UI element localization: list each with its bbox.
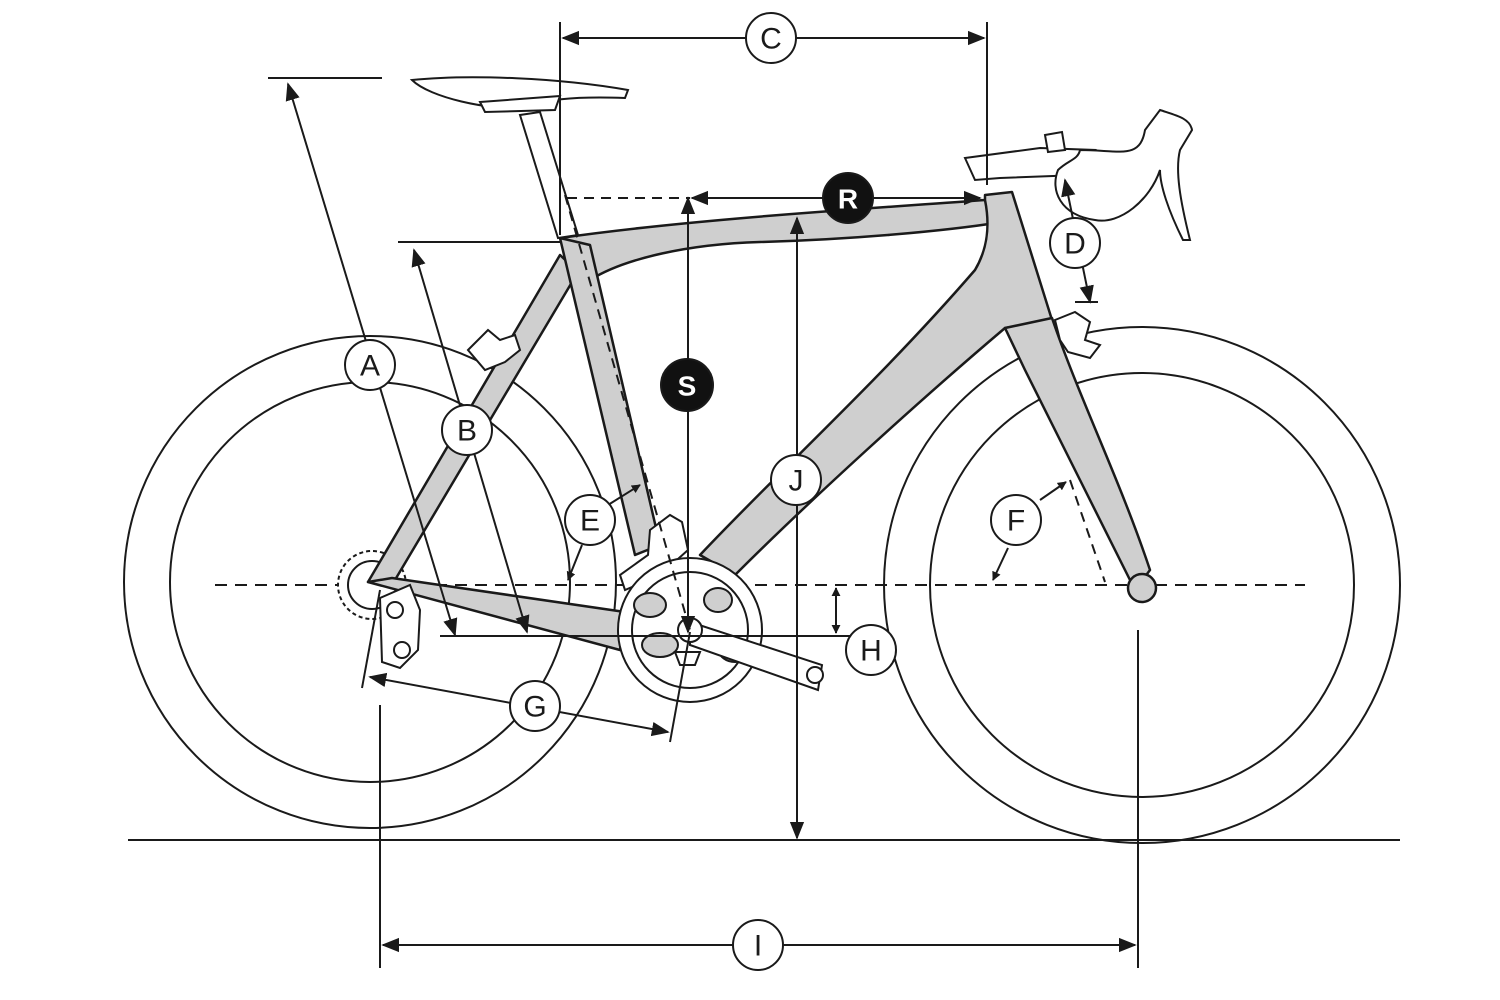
label-d-text: D	[1064, 228, 1086, 261]
label-s-text: S	[678, 371, 697, 402]
crankset	[617, 557, 824, 703]
fork-axis	[1069, 479, 1106, 583]
label-a-text: A	[360, 350, 380, 383]
label-b: B	[441, 404, 493, 456]
label-g-text: G	[523, 691, 546, 724]
label-a: A	[344, 339, 396, 391]
label-i-text: I	[754, 930, 762, 963]
label-h-text: H	[860, 635, 882, 668]
label-d: D	[1049, 217, 1101, 269]
label-h: H	[845, 624, 897, 676]
label-f-text: F	[1007, 505, 1025, 538]
label-s: S	[660, 358, 714, 412]
label-b-text: B	[457, 415, 477, 448]
fork	[1003, 316, 1152, 592]
dim-f-upper-arrow	[1039, 481, 1067, 501]
label-j-text: J	[789, 465, 804, 498]
label-c-text: C	[760, 23, 782, 56]
label-e: E	[564, 494, 616, 546]
label-e-text: E	[580, 505, 600, 538]
label-j: J	[770, 454, 822, 506]
dim-g-rear-ext	[361, 589, 381, 689]
front-hub	[1126, 572, 1158, 604]
dim-e-upper-arrow	[607, 484, 641, 506]
saddle-and-seatpost	[409, 76, 630, 240]
front-brake	[1053, 310, 1102, 360]
label-r: R	[822, 172, 874, 224]
label-c: C	[745, 12, 797, 64]
label-r-text: R	[838, 184, 858, 215]
label-i: I	[732, 919, 784, 971]
dim-g-front-ext	[669, 631, 691, 743]
label-g: G	[509, 680, 561, 732]
dim-e-lower-arrow	[566, 544, 583, 581]
seat-tube-axis	[564, 194, 691, 631]
dim-f-lower-arrow	[992, 547, 1009, 581]
label-f: F	[990, 494, 1042, 546]
rear-derailleur	[378, 583, 422, 670]
